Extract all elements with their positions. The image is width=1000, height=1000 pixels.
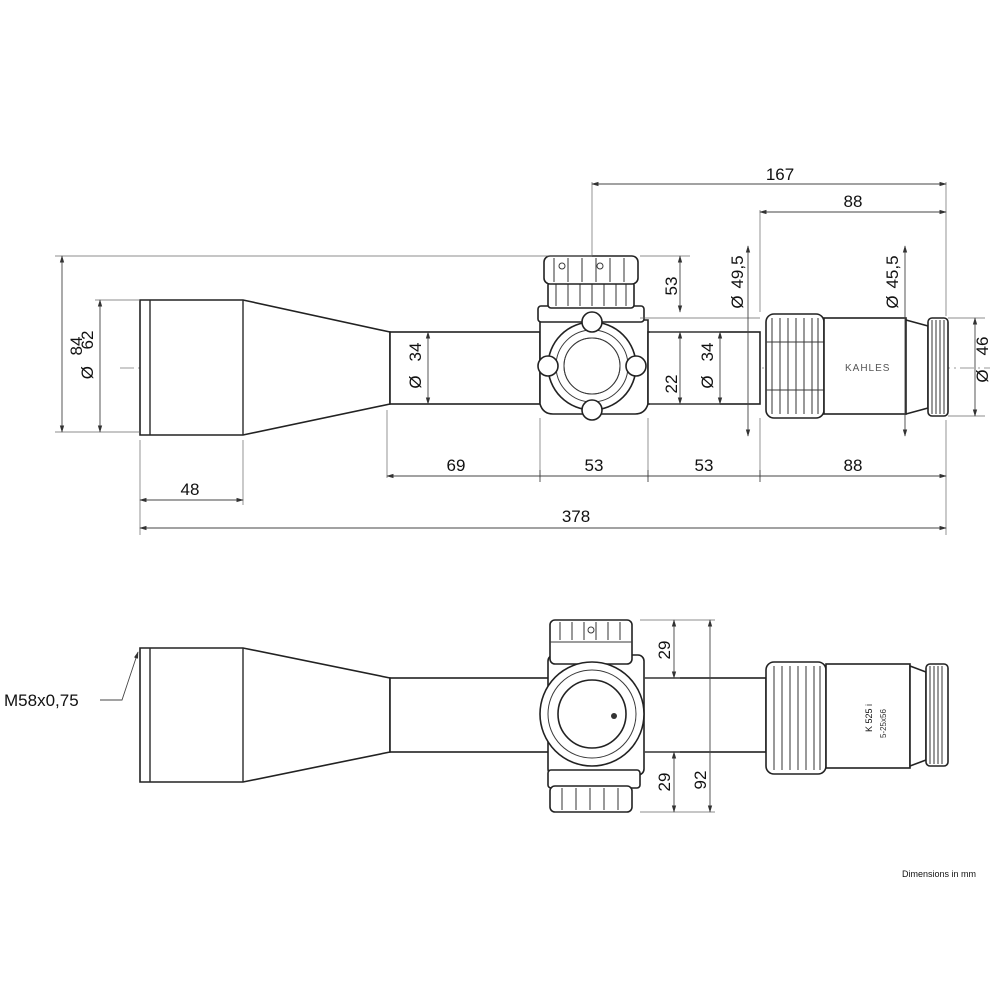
main-tube-rear-top [639, 677, 767, 753]
model-label: K 525 i [864, 704, 874, 732]
diameter-symbol-objective: Ø [78, 366, 97, 379]
dim-rear-tube-length: 53 [695, 456, 714, 475]
main-tube-rear [647, 331, 761, 405]
dim-overall-height: 84 [67, 337, 86, 356]
eyepiece-body [823, 317, 907, 415]
diameter-symbol-eyepiece: Ø [728, 295, 747, 308]
zoom-label: 5-25x56 [879, 709, 888, 738]
elevation-turret [543, 255, 639, 309]
objective-bell [139, 299, 391, 436]
eyepiece-body-top [825, 663, 911, 769]
dim-objective-length: 48 [181, 480, 200, 499]
main-tube-front [389, 331, 541, 405]
bottom-turret-cap [547, 769, 641, 813]
eyepiece-taper [905, 318, 929, 416]
side-view: KAHLES 84 Ø 62 [55, 165, 992, 535]
top-dial [539, 661, 645, 767]
dim-overall-length: 378 [562, 507, 590, 526]
dim-turret-section-length: 53 [585, 456, 604, 475]
dim-rear-length: 167 [766, 165, 794, 184]
diameter-symbol-front-tube: Ø [406, 375, 425, 388]
dim-ocular-diameter: 45,5 [883, 255, 902, 288]
dim-turret-top: 29 [655, 641, 674, 660]
diameter-symbol-rear-tube: Ø [698, 375, 717, 388]
top-view: K 525 i 5-25x56 M58x0,75 29 29 92 [4, 619, 949, 813]
magnification-ring-top [765, 661, 827, 775]
dim-center-parallax: 22 [662, 375, 681, 394]
dim-eyepiece-diameter: 49,5 [728, 255, 747, 288]
brand-label: KAHLES [845, 363, 890, 374]
dim-eyepiece-length-top: 88 [844, 192, 863, 211]
diameter-symbol-ocular: Ø [883, 295, 902, 308]
top-turret-cap [549, 619, 633, 665]
diameter-symbol-eyepiece-end: Ø [973, 369, 992, 382]
thread-spec: M58x0,75 [4, 691, 79, 710]
side-parallax-knob [537, 311, 647, 421]
objective-bell-top [139, 647, 391, 783]
ocular-ring [927, 317, 949, 417]
dim-eyepiece-end-diameter: 46 [973, 337, 992, 356]
main-tube-front-top [389, 677, 551, 753]
magnification-ring [765, 313, 825, 419]
dim-turret-width: 92 [691, 771, 710, 790]
eyepiece-taper-top [909, 664, 927, 768]
dim-turret-height: 53 [662, 277, 681, 296]
dim-turret-bottom: 29 [655, 773, 674, 792]
dim-tube-diameter-rear: 34 [698, 343, 717, 362]
ocular-ring-top [925, 663, 949, 767]
units-note: Dimensions in mm [902, 869, 976, 879]
dim-tube-diameter-front: 34 [406, 343, 425, 362]
dim-eyepiece-length: 88 [844, 456, 863, 475]
dim-objective-diameter: 62 [78, 331, 97, 350]
dim-front-tube-length: 69 [447, 456, 466, 475]
